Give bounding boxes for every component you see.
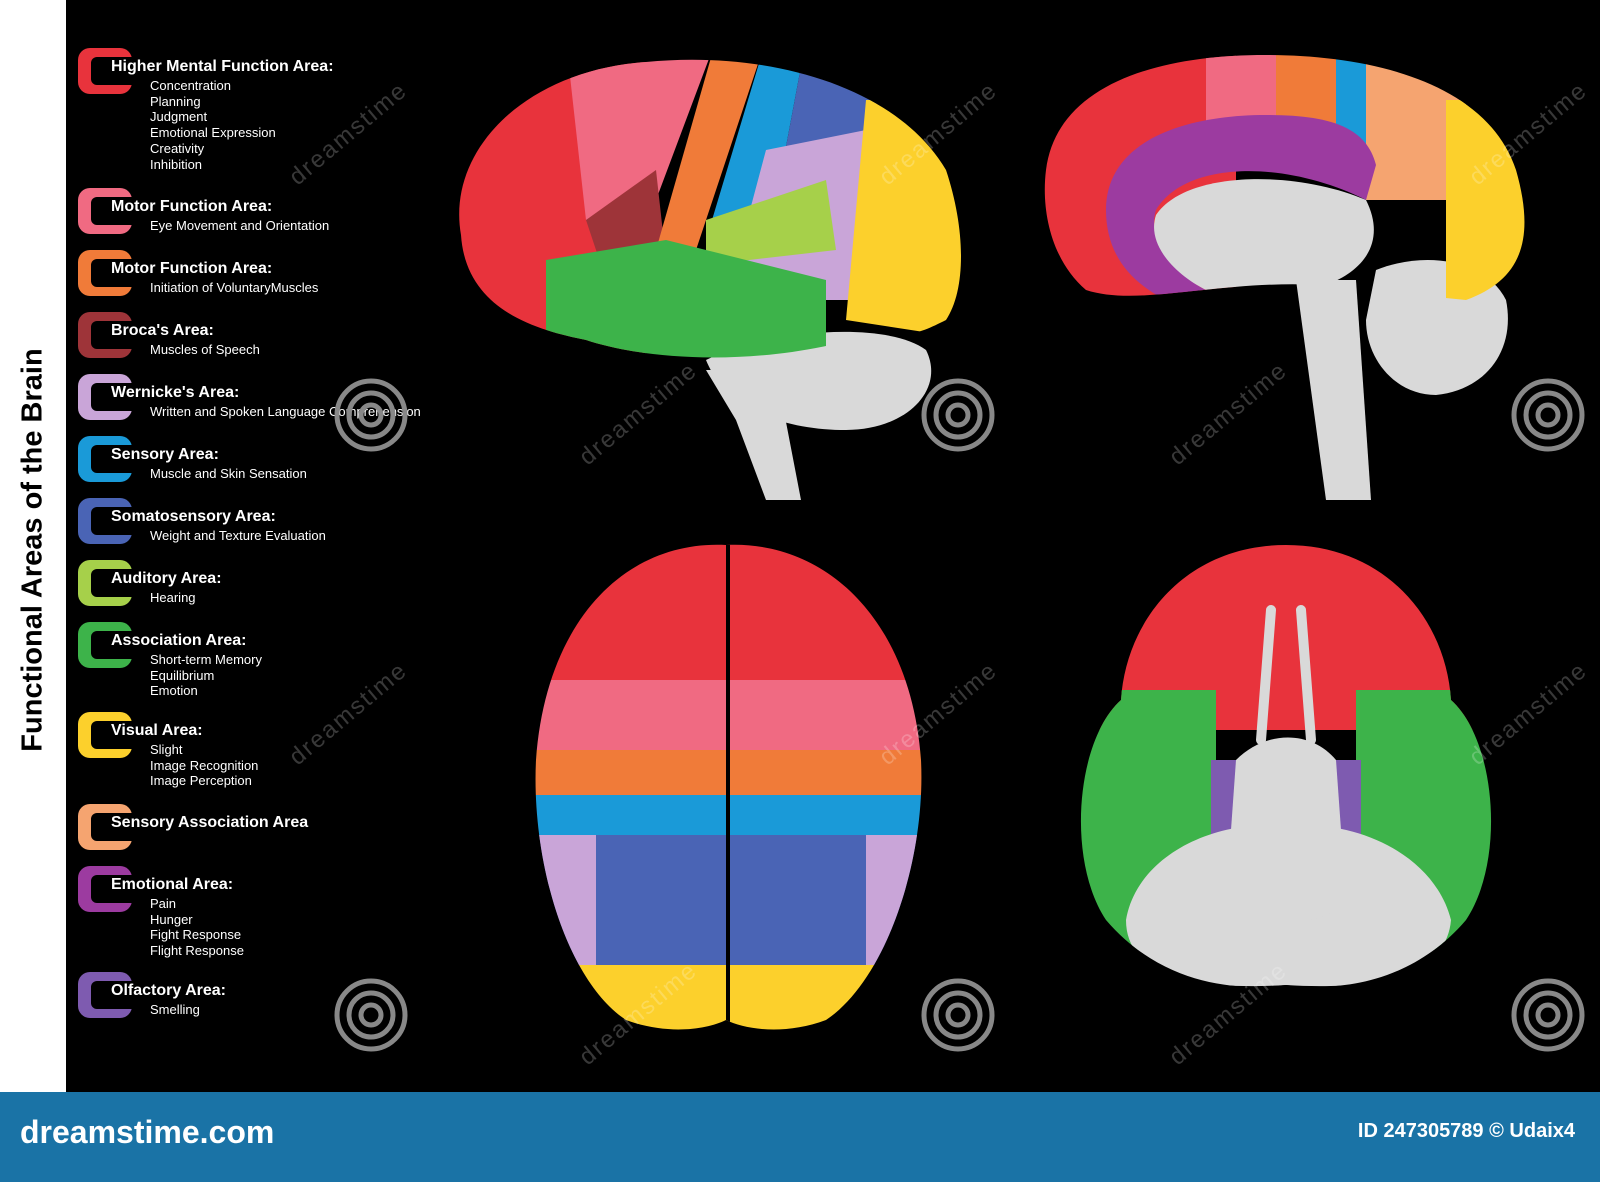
spiral-icon — [921, 378, 995, 452]
lateral-sensory-region — [706, 59, 806, 240]
lateral-association-region — [546, 240, 826, 358]
superior-motor-region-pink — [535, 680, 922, 750]
inferior-brainstem — [1226, 737, 1346, 923]
superior-motor-region-orange — [535, 750, 922, 795]
medial-brain-view — [1044, 55, 1525, 500]
legend-description-item: Image Recognition — [150, 757, 259, 773]
superior-brain-view — [535, 544, 922, 1030]
legend-swatch — [78, 560, 132, 606]
superior-sensory-region — [535, 795, 922, 835]
legend-swatch — [78, 804, 132, 850]
spiral-icon — [334, 378, 408, 452]
legend-description-list: Smelling — [150, 1002, 200, 1018]
legend-title: Sensory Area: — [111, 446, 219, 463]
legend-swatch — [78, 436, 132, 482]
legend-description-list: Initiation of VoluntaryMuscles — [150, 280, 318, 296]
legend-title: Auditory Area: — [111, 570, 222, 587]
legend-description-item: Muscles of Speech — [150, 342, 260, 357]
spiral-icon — [334, 978, 408, 1052]
page-title: Functional Areas of the Brain — [16, 348, 49, 752]
medial-thalamus-region — [1154, 179, 1374, 290]
legend-description-item: Emotion — [150, 683, 198, 699]
inferior-olfactory-tract-left — [1256, 605, 1276, 745]
legend-title: Somatosensory Area: — [111, 508, 276, 525]
lateral-motor-region-pink — [566, 59, 716, 220]
inferior-olfactory-tract-right — [1296, 605, 1316, 745]
legend-swatch — [78, 48, 132, 94]
legend-description-item: Hunger — [150, 911, 193, 927]
legend-swatch — [78, 312, 132, 358]
legend-title: Olfactory Area: — [111, 982, 226, 999]
spiral-icon — [921, 978, 995, 1052]
legend-title: Visual Area: — [111, 722, 203, 739]
legend-description-item: Judgment — [150, 109, 208, 125]
legend-swatch — [78, 712, 132, 758]
legend-title: Sensory Association Area — [111, 814, 309, 831]
legend-title: Higher Mental Function Area: — [111, 58, 334, 75]
side-title-bar: Functional Areas of the Brain — [0, 0, 66, 1092]
legend-description-list: Muscle and Skin Sensation — [150, 466, 307, 482]
legend-swatch — [78, 250, 132, 296]
legend-description-item: Concentration — [150, 78, 231, 93]
legend-title: Motor Function Area: — [111, 260, 273, 277]
medial-brainstem — [1296, 280, 1371, 500]
legend-description-item: Equilibrium — [150, 667, 215, 683]
watermark-spiral-icons — [334, 378, 1585, 1052]
legend-description-item: Creativity — [150, 140, 205, 156]
superior-frontal-region — [535, 544, 922, 680]
legend-title: Wernicke's Area: — [111, 384, 240, 401]
legend-swatch — [78, 866, 132, 912]
legend-title: Motor Function Area: — [111, 198, 273, 215]
legend-swatch — [78, 972, 132, 1018]
legend-description-item: Image Perception — [150, 773, 252, 789]
legend-description-item: Written and Spoken Language Comprehensio… — [150, 404, 421, 419]
legend-title: Association Area: — [111, 632, 247, 649]
lateral-brain-view — [459, 59, 961, 500]
legend-description-list: Eye Movement and Orientation — [150, 218, 329, 234]
legend-swatch — [78, 622, 132, 668]
spiral-icon — [1511, 978, 1585, 1052]
legend-description-item: Smelling — [150, 1002, 200, 1017]
brain-figures — [334, 55, 1585, 1052]
legend-swatch — [78, 374, 132, 420]
lateral-auditory-region — [706, 180, 836, 265]
legend-description-item: Planning — [150, 93, 201, 109]
legend-description-item: Emotional Expression — [150, 125, 276, 141]
legend-description-item: Weight and Texture Evaluation — [150, 528, 326, 543]
superior-visual-region — [535, 965, 922, 1030]
legend-description-list: Weight and Texture Evaluation — [150, 528, 326, 544]
legend-description-item: Pain — [150, 896, 177, 911]
medial-emotional-region — [1106, 115, 1376, 300]
footer-image-id: ID 247305789 © Udaix4 — [1357, 1120, 1575, 1142]
legend-description-list: Written and Spoken Language Comprehensio… — [150, 404, 421, 420]
legend-description-item: Slight — [150, 742, 183, 757]
legend-description-list: Hearing — [150, 590, 196, 606]
legend-description-item: Short-term Memory — [150, 652, 262, 667]
diagram-panel: Higher Mental Function Area: Concentratio… — [66, 0, 1600, 1092]
footer-logo[interactable]: dreamstime.com — [20, 1114, 275, 1150]
legend-title: Broca's Area: — [111, 322, 214, 339]
superior-wernicke-region-right — [866, 835, 922, 965]
legend-description-item: Muscle and Skin Sensation — [150, 466, 307, 481]
legend-description-list: Muscles of Speech — [150, 342, 260, 358]
legend-description-item: Eye Movement and Orientation — [150, 218, 330, 233]
legend-title: Emotional Area: — [111, 876, 234, 893]
footer-bar: dreamstime.com ID 247305789 © Udaix4 — [0, 1092, 1600, 1182]
inferior-brain-view — [1080, 545, 1492, 987]
spiral-icon — [1511, 378, 1585, 452]
legend-description-item: Initiation of VoluntaryMuscles — [150, 280, 319, 295]
legend-swatch — [78, 498, 132, 544]
lateral-motor-region-orange — [656, 59, 766, 250]
legend-description-item: Flight Response — [150, 943, 244, 959]
superior-wernicke-region-left — [535, 835, 596, 965]
legend-description-item: Inhibition — [150, 156, 203, 172]
legend-swatch — [78, 188, 132, 234]
legend-description-item: Fight Response — [150, 927, 242, 943]
legend-description-item: Hearing — [150, 590, 196, 605]
lateral-brainstem — [706, 370, 801, 500]
